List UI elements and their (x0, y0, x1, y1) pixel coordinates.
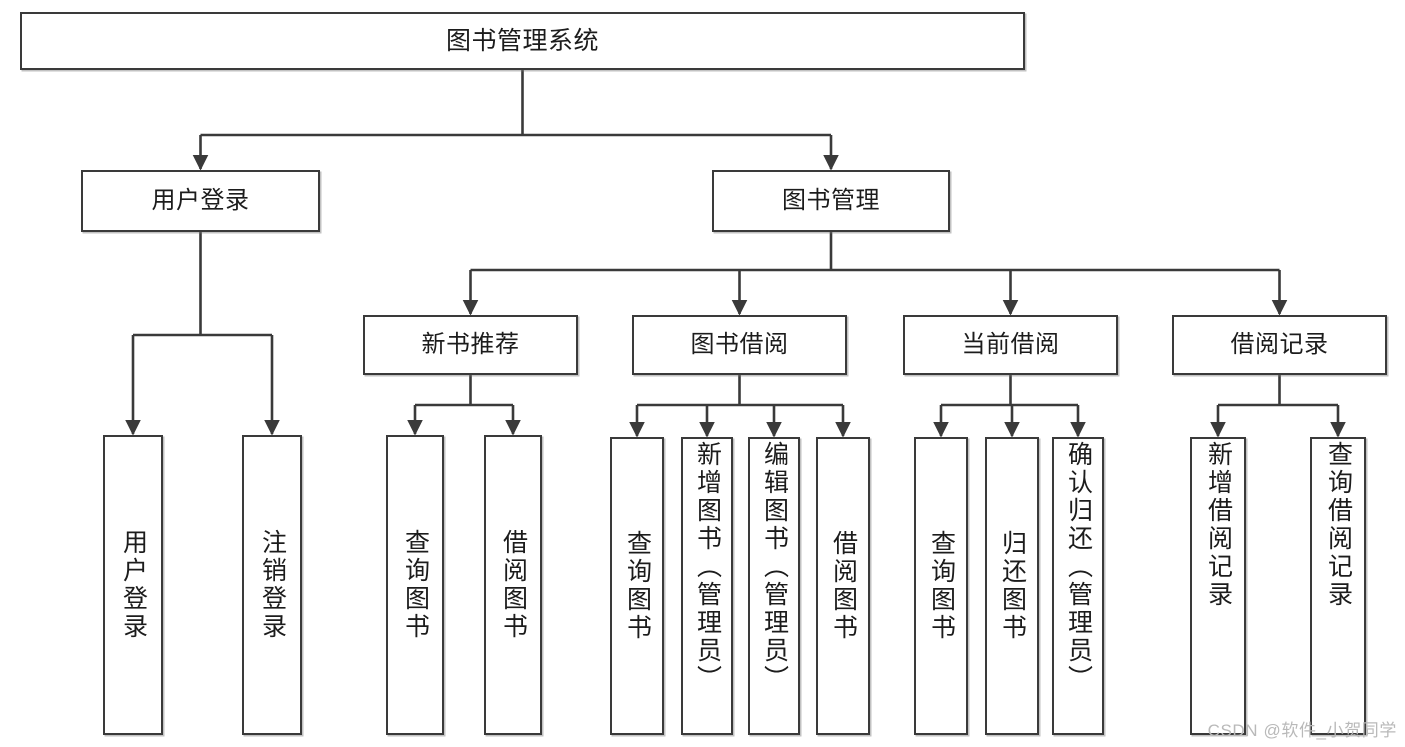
node-label: 编辑图书（管理员） (760, 441, 789, 693)
node-label: 新增借阅记录 (1204, 441, 1233, 609)
node-l-logout[interactable]: 注销登录 (242, 435, 302, 735)
node-label: 图书管理 (782, 186, 880, 214)
node-l-q1[interactable]: 查询图书 (386, 435, 444, 735)
node-label: 确认归还（管理员） (1064, 441, 1093, 693)
node-current[interactable]: 当前借阅 (903, 315, 1118, 375)
node-label: 查询图书 (927, 530, 956, 642)
node-label: 用户登录 (151, 186, 250, 214)
node-l-conf[interactable]: 确认归还（管理员） (1052, 437, 1104, 735)
node-label: 借阅记录 (1230, 330, 1329, 358)
node-label: 注销登录 (258, 529, 287, 641)
node-label: 借阅图书 (829, 530, 858, 642)
node-label: 查询图书 (401, 529, 430, 641)
node-label: 用户登录 (119, 529, 148, 641)
node-bookmgmt[interactable]: 图书管理 (712, 170, 950, 232)
node-l-q3[interactable]: 查询图书 (914, 437, 968, 735)
node-label: 查询图书 (623, 530, 652, 642)
node-label: 图书借阅 (690, 330, 789, 358)
node-root[interactable]: 图书管理系统 (20, 12, 1025, 70)
node-l-add[interactable]: 新增图书（管理员） (681, 437, 733, 735)
node-borrow[interactable]: 图书借阅 (632, 315, 847, 375)
node-login[interactable]: 用户登录 (81, 170, 320, 232)
node-label: 新增图书（管理员） (693, 441, 722, 693)
connector-lines (125, 70, 1346, 438)
node-l-q2[interactable]: 查询图书 (610, 437, 664, 735)
node-records[interactable]: 借阅记录 (1172, 315, 1387, 375)
node-label: 新书推荐 (421, 330, 520, 358)
watermark-text: CSDN @软件_小贺同学 (1207, 721, 1397, 740)
node-newbooks[interactable]: 新书推荐 (363, 315, 578, 375)
node-label: 查询借阅记录 (1324, 441, 1353, 609)
node-label: 借阅图书 (499, 529, 528, 641)
node-l-b2[interactable]: 借阅图书 (816, 437, 870, 735)
node-l-qrec[interactable]: 查询借阅记录 (1310, 437, 1366, 735)
node-l-edit[interactable]: 编辑图书（管理员） (748, 437, 800, 735)
node-l-login[interactable]: 用户登录 (103, 435, 163, 735)
node-l-b1[interactable]: 借阅图书 (484, 435, 542, 735)
node-l-addrec[interactable]: 新增借阅记录 (1190, 437, 1246, 735)
node-label: 图书管理系统 (445, 27, 599, 55)
node-l-ret[interactable]: 归还图书 (985, 437, 1039, 735)
node-label: 归还图书 (998, 530, 1027, 642)
node-label: 当前借阅 (961, 330, 1060, 358)
